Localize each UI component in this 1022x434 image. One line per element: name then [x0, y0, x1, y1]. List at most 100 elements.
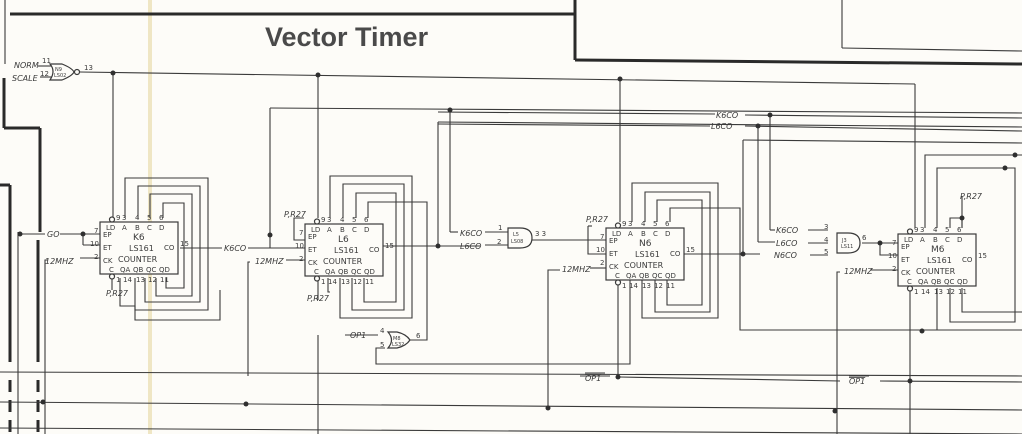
pin-ck: CK	[609, 263, 619, 271]
pin-11: 11	[666, 282, 675, 290]
svg-text:LS11: LS11	[841, 244, 853, 250]
pin-5: 5	[945, 226, 949, 234]
svg-text:3 3: 3 3	[535, 230, 546, 238]
pin-2: 2	[94, 253, 98, 261]
pin-ld: LD	[106, 224, 115, 232]
pin-11: 11	[958, 288, 967, 296]
svg-text:J3: J3	[841, 238, 847, 244]
op1-bar-label-1: OP1	[585, 374, 601, 383]
svg-text:2: 2	[497, 238, 501, 246]
pin-3: 3	[628, 220, 632, 228]
pin-5: 5	[147, 214, 151, 222]
pin-7: 7	[299, 229, 303, 237]
pin-c: C	[147, 224, 152, 232]
scale-label: SCALE	[12, 74, 39, 83]
pin-et: ET	[609, 250, 618, 258]
pin-ld: LD	[311, 226, 320, 234]
page-title: Vector Timer	[265, 22, 429, 52]
pin-13: 13	[136, 276, 145, 284]
pin-co: CO	[670, 250, 681, 258]
pin-1: 1	[116, 276, 120, 284]
svg-text:LS32: LS32	[392, 342, 404, 348]
pin-qd: QD	[364, 268, 375, 276]
op1-bar-label-2: OP1	[849, 377, 865, 386]
pin-15: 15	[686, 246, 695, 254]
pin-10: 10	[295, 242, 304, 250]
pin-9: 9	[914, 226, 918, 234]
pin-4: 4	[135, 214, 140, 222]
pin-15: 15	[385, 242, 394, 250]
pin-10: 10	[90, 240, 99, 248]
clr-bubble	[614, 279, 622, 286]
pin-ck: CK	[901, 269, 911, 277]
pin-ld: LD	[904, 236, 913, 244]
k6co-label-j3: K6CO	[776, 226, 798, 235]
pin-2: 2	[299, 255, 303, 263]
ld-bubble	[614, 222, 622, 229]
counter-function: COUNTER	[624, 261, 664, 270]
pin-7: 7	[94, 227, 98, 235]
pin-10: 10	[596, 246, 605, 254]
pin-12: 12	[148, 276, 157, 284]
svg-text:3: 3	[824, 223, 828, 231]
pullup-m6: P,R27	[960, 192, 983, 201]
or-gate-m8: 4 5 M8 LS32 6	[380, 327, 421, 349]
pin-qb: QB	[931, 278, 942, 286]
pin-9: 9	[116, 214, 120, 222]
clk-label-l6: 12MHZ	[255, 257, 284, 266]
pin-11: 11	[365, 278, 374, 286]
pin-2: 2	[600, 259, 604, 267]
pin-b: B	[135, 224, 140, 232]
pin-d: D	[957, 236, 962, 244]
pin-qa: QA	[918, 278, 929, 286]
l6co-label-j3: L6CO	[776, 239, 797, 248]
counter-type: LS161	[635, 250, 660, 259]
svg-text:N9: N9	[55, 67, 62, 73]
pin-qa: QA	[120, 266, 131, 274]
counter-name: L6	[338, 235, 349, 245]
counter-type: LS161	[334, 246, 359, 255]
pin-6: 6	[364, 216, 369, 224]
pin-et: ET	[901, 256, 910, 264]
ld-bubble	[906, 228, 914, 235]
svg-text:1: 1	[498, 224, 502, 232]
and-gate-j3: 3 4 5 J3 LS11 6	[824, 223, 867, 256]
pin-11: 11	[160, 276, 169, 284]
pin-et: ET	[308, 246, 317, 254]
pin-4: 4	[340, 216, 345, 224]
svg-text:11: 11	[42, 57, 51, 65]
svg-text:6: 6	[862, 234, 867, 242]
pin-qa: QA	[626, 272, 637, 280]
pin-9: 9	[622, 220, 626, 228]
pin-ep: EP	[103, 231, 112, 239]
pin-13: 13	[341, 278, 350, 286]
svg-text:12: 12	[40, 70, 49, 78]
pin-b: B	[641, 230, 646, 238]
pin-ck: CK	[103, 257, 113, 265]
pin-1: 1	[914, 288, 918, 296]
pin-qc: QC	[351, 268, 362, 276]
pin-15: 15	[978, 252, 987, 260]
pin-co: CO	[962, 256, 973, 264]
junction-dots	[17, 70, 1018, 414]
norm-label: NORM	[14, 61, 39, 70]
clk-label-k6: 12MHZ	[45, 257, 74, 266]
pin-12: 12	[946, 288, 955, 296]
counter-function: COUNTER	[916, 267, 956, 276]
pullup-l6-bottom: P,R27	[307, 294, 330, 303]
pin-d: D	[159, 224, 164, 232]
svg-text:5: 5	[824, 248, 828, 256]
pin-12: 12	[353, 278, 362, 286]
svg-text:L5: L5	[513, 232, 519, 238]
k6co-label: K6CO	[224, 244, 246, 253]
pin-14: 14	[123, 276, 132, 284]
pullup-l6-top: P,R27	[284, 210, 307, 219]
pin-5: 5	[653, 220, 657, 228]
pin-3: 3	[122, 214, 126, 222]
pin-d: D	[665, 230, 670, 238]
pin-14: 14	[328, 278, 337, 286]
clr-bubble	[313, 275, 321, 282]
